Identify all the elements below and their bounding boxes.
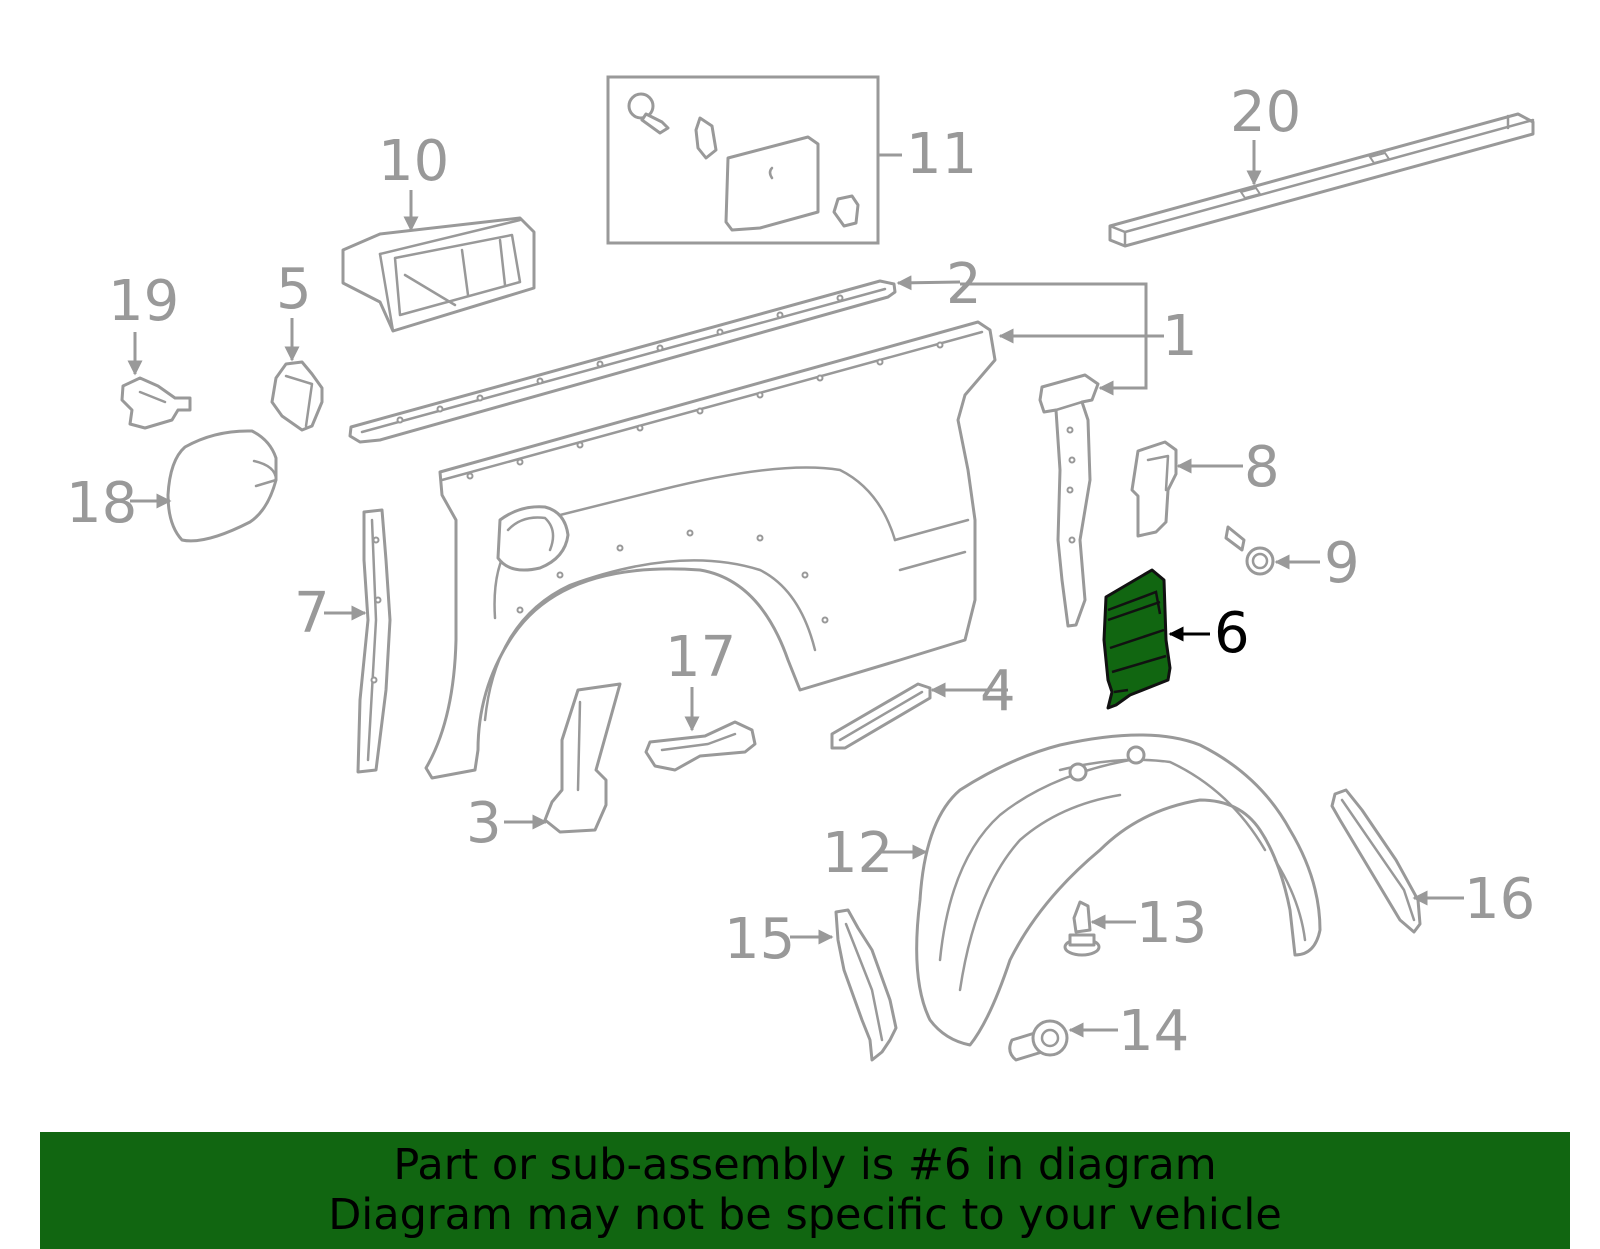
part-11-hardware-kit[interactable] <box>606 75 880 245</box>
callout-10[interactable]: 10 <box>378 129 449 194</box>
callout-16[interactable]: 16 <box>1464 867 1535 932</box>
callout-6[interactable]: 6 <box>1214 601 1250 666</box>
callout-20[interactable]: 20 <box>1230 80 1301 145</box>
callout-2[interactable]: 2 <box>946 252 982 317</box>
callout-17[interactable]: 17 <box>665 625 736 690</box>
banner-line-2: Diagram may not be specific to your vehi… <box>328 1190 1282 1240</box>
part-15-bracket[interactable] <box>834 908 898 1062</box>
part-2-top-rail[interactable] <box>348 279 897 444</box>
part-17-plate[interactable] <box>644 720 757 772</box>
callout-13[interactable]: 13 <box>1136 891 1207 956</box>
banner-line-1: Part or sub-assembly is #6 in diagram <box>393 1140 1217 1190</box>
part-12-liner[interactable] <box>915 733 1322 1047</box>
part-13-clip[interactable] <box>1063 900 1101 957</box>
callout-19[interactable]: 19 <box>108 269 179 334</box>
leader-lines <box>127 140 1464 1038</box>
part-20-rail[interactable] <box>1108 112 1535 248</box>
callout-11[interactable]: 11 <box>906 122 977 187</box>
callout-9[interactable]: 9 <box>1324 531 1360 596</box>
part-6-highlighted-panel[interactable] <box>1102 568 1172 710</box>
callout-5[interactable]: 5 <box>276 257 312 322</box>
part-7-strip[interactable] <box>356 508 392 774</box>
callout-labels: 10 11 20 19 5 2 1 8 9 6 18 7 17 4 3 12 1… <box>66 80 1535 1064</box>
part-1-bed-side[interactable] <box>424 320 997 780</box>
info-banner: Part or sub-assembly is #6 in diagram Di… <box>40 1132 1570 1249</box>
part-3-lower-bracket[interactable] <box>543 682 622 834</box>
callout-7[interactable]: 7 <box>294 581 330 646</box>
callout-18[interactable]: 18 <box>66 471 137 536</box>
part-4-pad[interactable] <box>830 682 932 750</box>
part-19-bracket[interactable] <box>120 376 192 430</box>
callout-4[interactable]: 4 <box>980 659 1016 724</box>
part-16-strip[interactable] <box>1330 788 1422 934</box>
part-8-bracket[interactable] <box>1130 440 1178 538</box>
callout-8[interactable]: 8 <box>1244 435 1280 500</box>
callout-3[interactable]: 3 <box>466 791 502 856</box>
part-18-fuel-door[interactable] <box>166 429 278 543</box>
callout-12[interactable]: 12 <box>822 821 893 886</box>
part-10-bracket[interactable] <box>341 216 536 333</box>
part-5-clip[interactable] <box>270 360 324 432</box>
callout-15[interactable]: 15 <box>724 907 795 972</box>
part-1-support-bracket[interactable] <box>1038 373 1100 628</box>
callout-14[interactable]: 14 <box>1118 999 1189 1064</box>
callout-1[interactable]: 1 <box>1162 304 1198 369</box>
part-9-bolt[interactable] <box>1224 525 1275 576</box>
part-14-bolt[interactable] <box>1008 1019 1069 1062</box>
